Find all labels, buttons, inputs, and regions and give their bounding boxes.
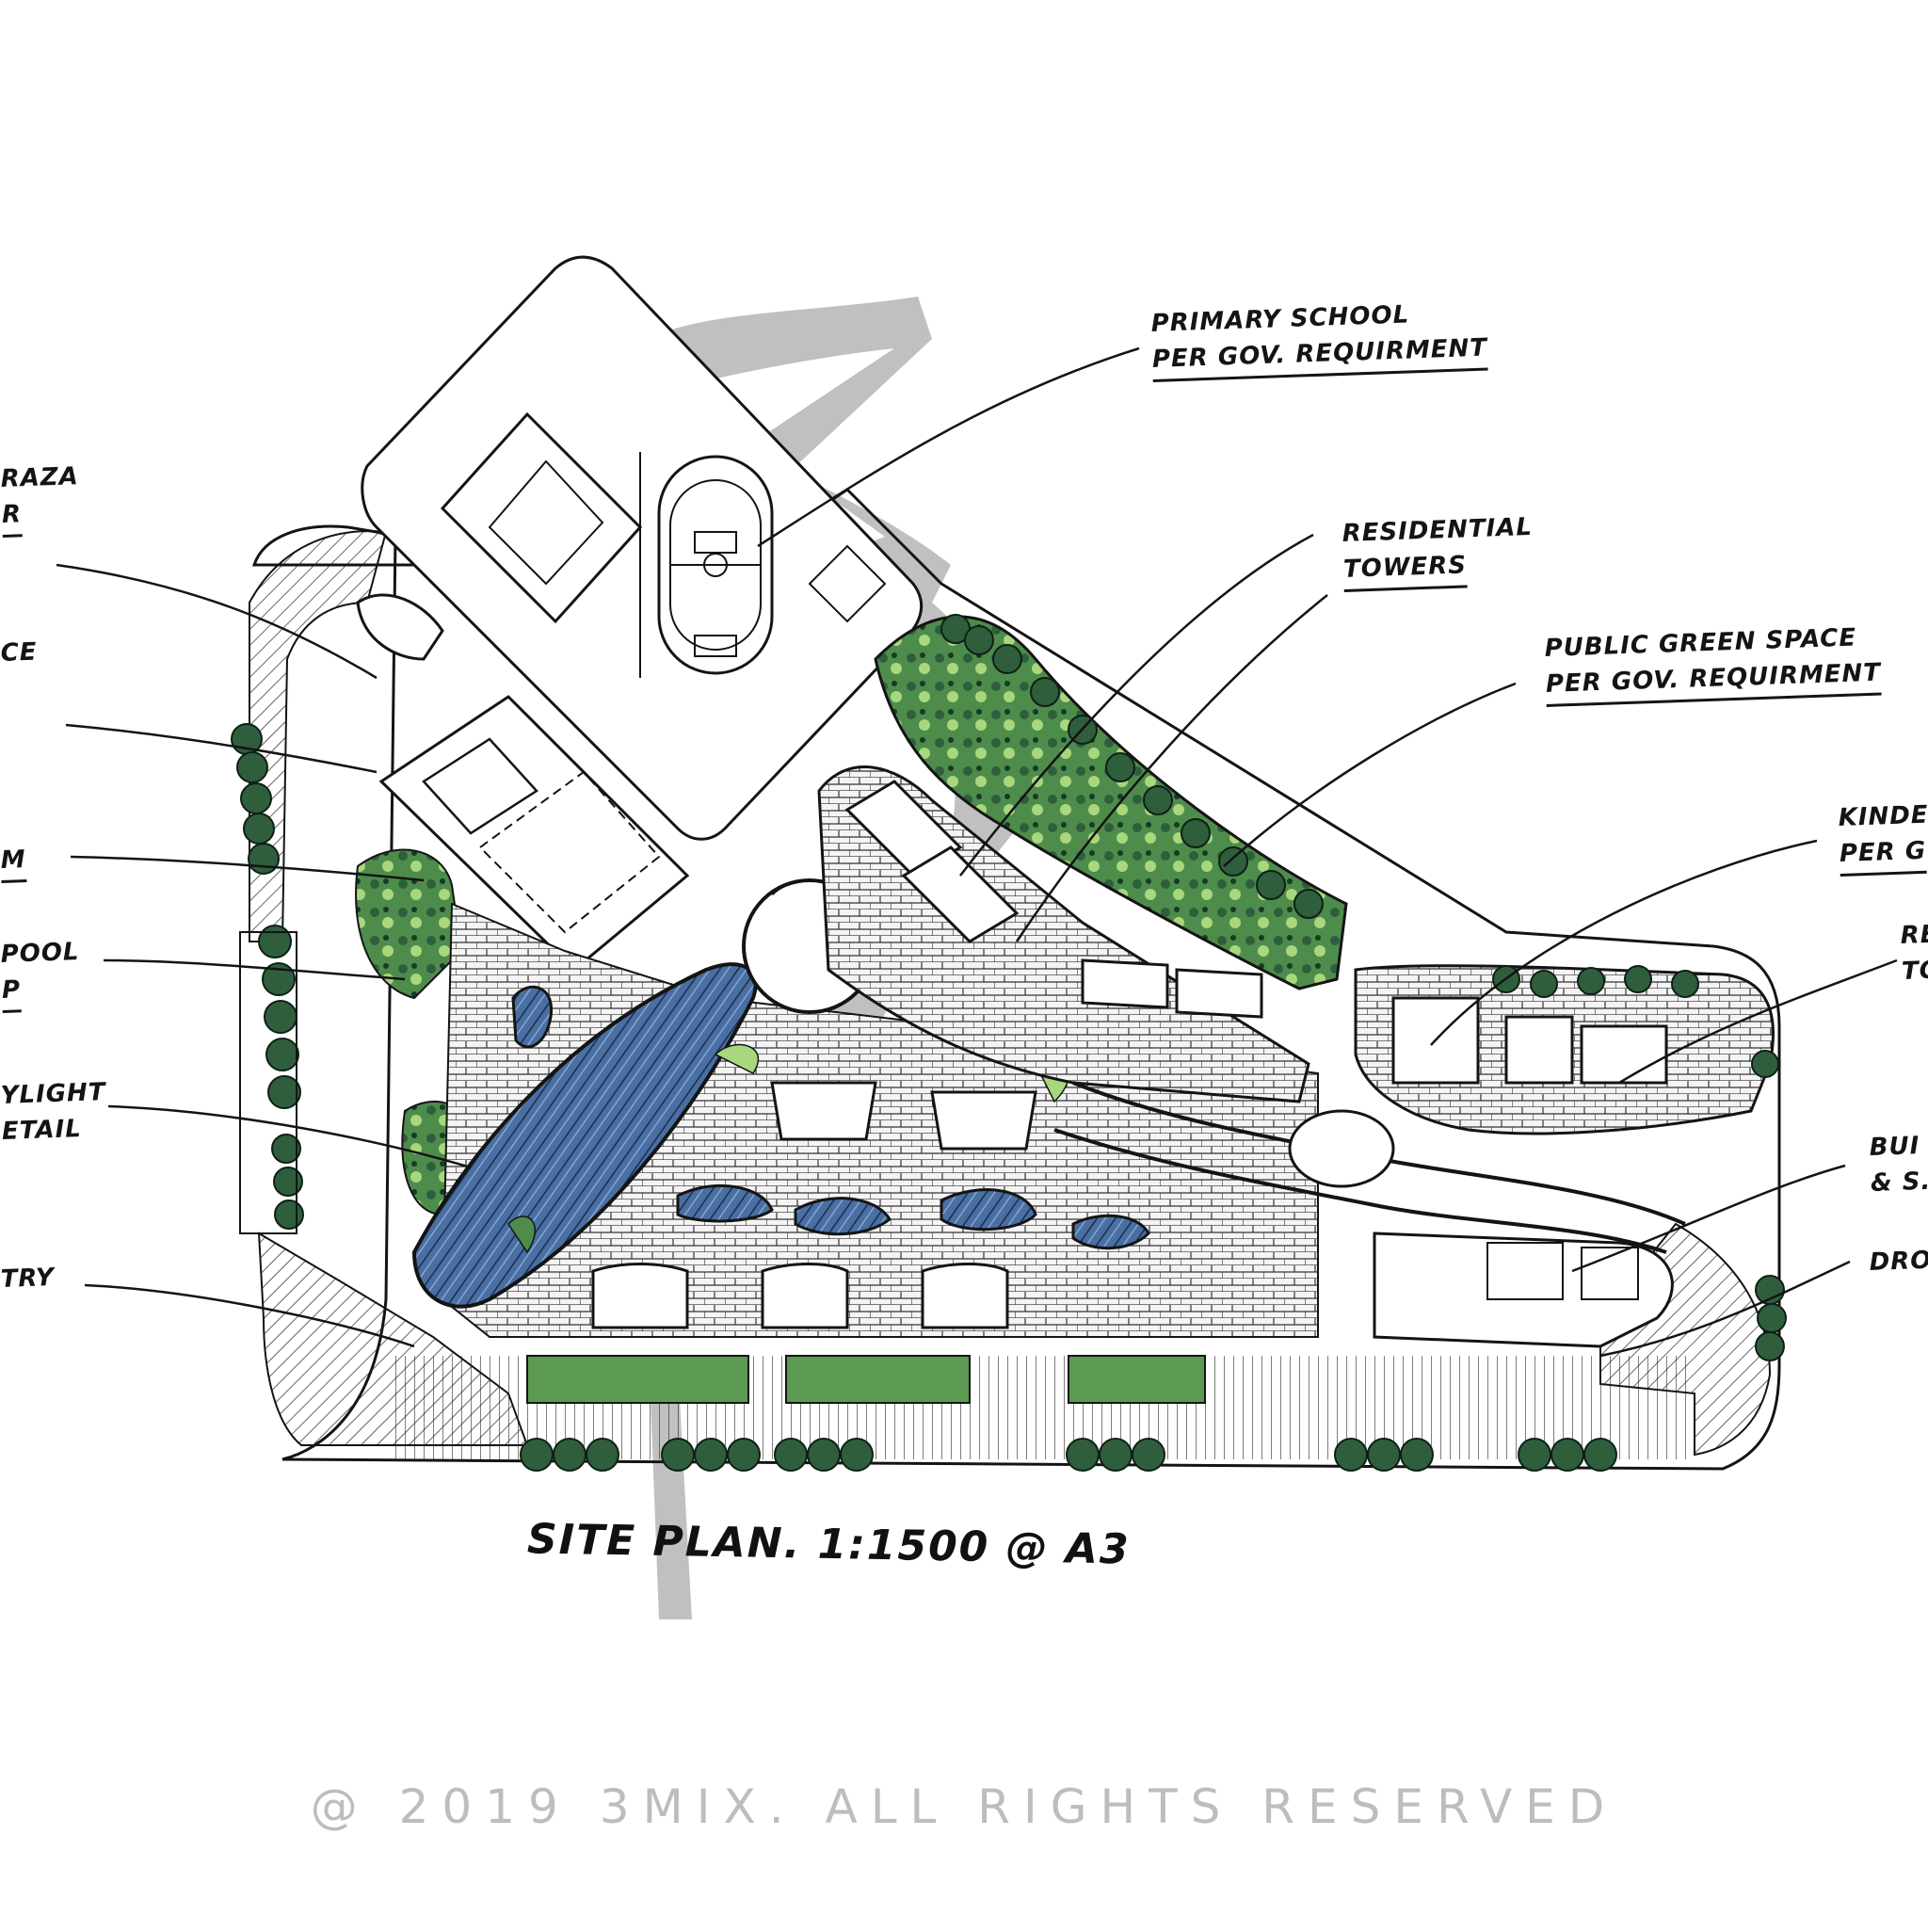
street-trees-bottom [520, 1438, 1617, 1472]
sports-hall [356, 593, 690, 973]
label-residential-towers-line1: RESIDENTIAL [1342, 512, 1534, 548]
label-primary-school: PRIMARY SCHOOL PER GOV. REQUIRMENT [1150, 295, 1488, 382]
label-left-skylight: YLIGHT ETAIL [0, 1074, 107, 1150]
courtyard-buildings [591, 1081, 1037, 1329]
label-residential-right-line1: RE [1900, 920, 1928, 950]
label-left-pool: POOL P [0, 934, 82, 1013]
label-residential-towers: RESIDENTIAL TOWERS [1342, 509, 1534, 592]
label-kindergarten: KINDE PER G [1838, 797, 1928, 877]
label-residential-right: RE TO [1900, 917, 1928, 990]
label-drop: DROP [1869, 1242, 1928, 1280]
label-left-pool-line1: POOL [0, 938, 80, 969]
label-residential-towers-line2: TOWERS [1342, 547, 1468, 592]
label-residential-right-line2: TO [1901, 956, 1928, 986]
public-green-space [874, 615, 1348, 990]
pools [511, 985, 1150, 1250]
copyright-notice: @ 2019 3MIX. ALL RIGHTS RESERVED [310, 1779, 1618, 1834]
residential-towers [844, 780, 1263, 1019]
label-left-entry-line1: TRY [0, 1264, 56, 1294]
leader-lines [56, 346, 1898, 1358]
roundabout-island [1288, 1109, 1395, 1188]
label-left-skylight-line2: ETAIL [1, 1115, 83, 1146]
label-left-space: CE [0, 635, 38, 671]
label-public-green: PUBLIC GREEN SPACE PER GOV. REQUIRMENT [1544, 620, 1882, 707]
label-left-entry: TRY [0, 1260, 55, 1297]
left-garden [355, 848, 463, 1000]
label-left-skylight-line1: YLIGHT [0, 1078, 107, 1110]
label-left-plaza: RAZA R [0, 459, 81, 538]
label-kindergarten-line2: PER G [1839, 832, 1928, 877]
label-kindergarten-line1: KINDE [1838, 800, 1928, 832]
label-left-pool-line2: P [1, 972, 22, 1013]
label-bottom-right-line1: BUI [1869, 1132, 1920, 1162]
label-drop-line1: DROP [1869, 1245, 1928, 1277]
trees-left-column [231, 723, 304, 1230]
label-left-m-line1: M [0, 842, 27, 883]
label-left-m: M [0, 842, 27, 883]
label-left-space-line1: CE [0, 637, 39, 668]
bottom-planting-beds [526, 1355, 1206, 1404]
label-left-plaza-line1: RAZA [0, 462, 80, 493]
perimeter-pavement-left [249, 530, 388, 942]
solar-skylight-roof [411, 962, 758, 1309]
trees-right [1492, 965, 1787, 1361]
left-green-strip [239, 931, 297, 1234]
street-boundary [251, 488, 1781, 1471]
label-left-plaza-line2: R [1, 496, 23, 538]
trees-public-green [940, 614, 1324, 919]
label-bottom-right-line2: & S. [1870, 1167, 1928, 1198]
label-bottom-right: BUI & S. [1869, 1128, 1928, 1201]
